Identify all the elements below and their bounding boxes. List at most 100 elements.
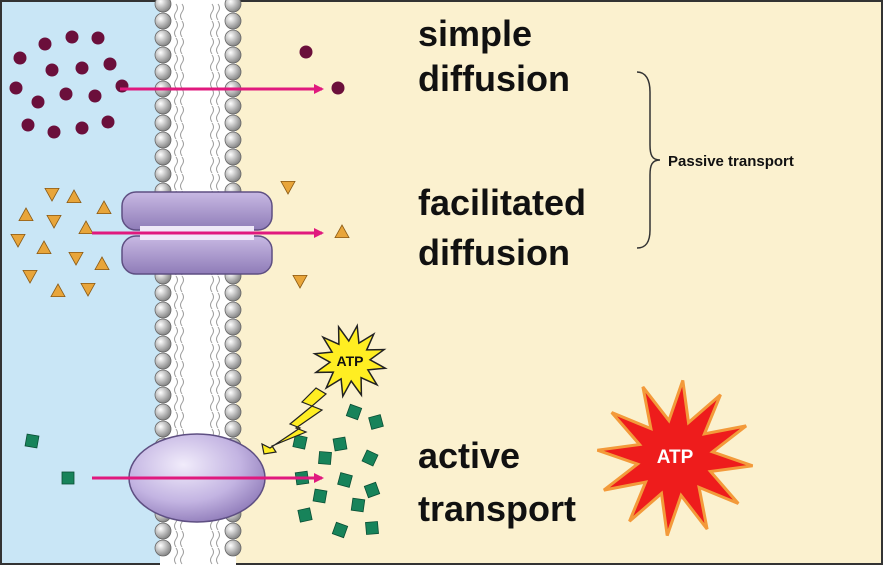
solute-molecule: [24, 433, 40, 449]
phospholipid-head: [224, 335, 242, 353]
solute-molecule: [94, 256, 110, 271]
solute-molecule: [365, 521, 379, 535]
phospholipid-head: [224, 301, 242, 319]
energy-lightning-icon: [261, 387, 328, 455]
solute-molecule: [332, 436, 348, 452]
phospholipid-head: [154, 114, 172, 132]
phospholipid-head: [224, 148, 242, 166]
phospholipid-head: [154, 131, 172, 149]
phospholipid-head: [224, 522, 242, 540]
intracellular-region: [160, 0, 883, 565]
solute-molecule: [103, 57, 117, 71]
phospholipid-head: [154, 284, 172, 302]
solute-molecule: [50, 283, 66, 298]
solute-molecule: [31, 95, 45, 109]
solute-molecule: [318, 451, 332, 465]
phospholipid-head: [224, 131, 242, 149]
facilitated-diffusion-label-line1: facilitated: [418, 182, 586, 223]
atp-large-label: ATP: [657, 447, 694, 468]
solute-molecule: [36, 240, 52, 255]
solute-molecule: [368, 414, 384, 430]
solute-molecule: [18, 207, 34, 222]
phospholipid-head: [154, 148, 172, 166]
solute-molecule: [80, 282, 96, 297]
atp-large-burst: ATP: [596, 379, 754, 537]
solute-molecule: [78, 220, 94, 235]
phospholipid-head: [224, 352, 242, 370]
solute-molecule: [280, 180, 296, 195]
solute-molecule: [331, 521, 349, 539]
solute-molecule: [345, 403, 363, 421]
solute-molecule: [75, 61, 89, 75]
solute-molecule: [91, 31, 105, 45]
solute-molecule: [10, 233, 26, 248]
solute-molecule: [297, 507, 313, 523]
solute-molecule: [66, 189, 82, 204]
phospholipid-head: [154, 29, 172, 47]
solute-molecule: [21, 118, 35, 132]
solute-molecule: [88, 89, 102, 103]
phospholipid-head: [154, 46, 172, 64]
solute-molecule: [68, 251, 84, 266]
solute-molecule: [47, 125, 61, 139]
phospholipid-head: [154, 539, 172, 557]
passive-transport-label: Passive transport: [668, 153, 794, 170]
solute-molecule: [361, 449, 379, 467]
solute-molecule: [363, 481, 381, 499]
solute-molecule: [292, 274, 308, 289]
passive-transport-bracket: [636, 71, 661, 249]
solute-molecule: [101, 115, 115, 129]
phospholipid-head: [154, 301, 172, 319]
phospholipid-head: [154, 522, 172, 540]
active-transport-molecules: [24, 403, 384, 539]
simple-diffusion-label-line1: simple: [418, 13, 532, 54]
phospholipid-head: [154, 165, 172, 183]
phospholipid-head: [154, 420, 172, 438]
solute-molecule: [96, 200, 112, 215]
active-transport-label-line2: transport: [418, 488, 576, 529]
phospholipid-head: [154, 0, 172, 13]
phospholipid-head: [224, 114, 242, 132]
solute-molecule: [334, 224, 350, 239]
phospholipid-head: [224, 165, 242, 183]
phospholipid-head: [224, 97, 242, 115]
phospholipid-head: [224, 63, 242, 81]
solute-molecule: [312, 488, 328, 504]
simple-diffusion-label-line2: diffusion: [418, 58, 570, 99]
phospholipid-head: [154, 63, 172, 81]
phospholipid-head: [224, 284, 242, 302]
solute-molecule: [61, 471, 75, 485]
solute-molecule: [350, 497, 366, 513]
atp-small-burst: ATP: [312, 323, 388, 399]
phospholipid-head: [224, 12, 242, 30]
solute-molecule: [22, 269, 38, 284]
phospholipid-head: [224, 318, 242, 336]
phospholipid-head: [154, 386, 172, 404]
solute-molecule: [9, 81, 23, 95]
solute-molecule: [331, 81, 345, 95]
phospholipid-head: [224, 403, 242, 421]
solute-molecule: [299, 45, 313, 59]
phospholipid-head: [154, 352, 172, 370]
phospholipid-head: [224, 420, 242, 438]
simple-diffusion-molecules: [9, 30, 345, 139]
phospholipid-head: [224, 539, 242, 557]
phospholipid-head: [224, 29, 242, 47]
solute-molecule: [65, 30, 79, 44]
solute-molecule: [115, 79, 129, 93]
phospholipid-head: [154, 369, 172, 387]
phospholipid-head: [154, 97, 172, 115]
solute-molecule: [44, 187, 60, 202]
active-transport-label-line1: active: [418, 435, 520, 476]
solute-molecule: [75, 121, 89, 135]
solute-molecule: [46, 214, 62, 229]
phospholipid-head: [224, 386, 242, 404]
solute-molecule: [38, 37, 52, 51]
solute-molecule: [337, 472, 353, 488]
solute-molecule: [59, 87, 73, 101]
phospholipid-head: [154, 335, 172, 353]
phospholipid-head: [224, 46, 242, 64]
